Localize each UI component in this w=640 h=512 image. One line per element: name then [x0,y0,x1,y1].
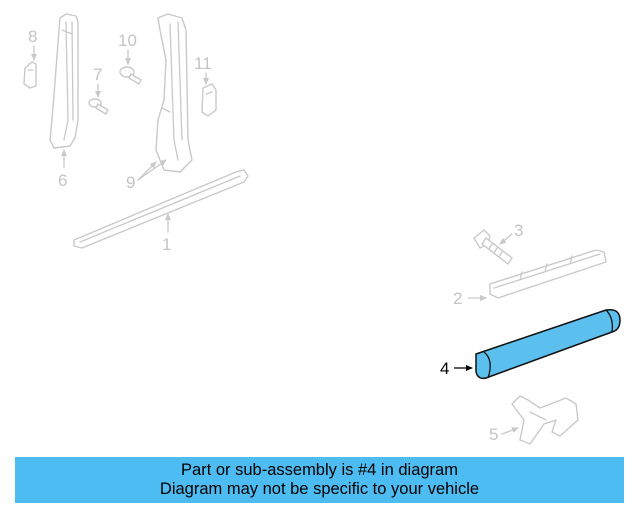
callout-3: 3 [499,221,523,245]
callout-label-4: 4 [440,359,449,378]
callout-1: 1 [162,213,171,254]
callout-label-7: 7 [93,65,102,84]
callout-label-3: 3 [514,221,523,240]
part-11-clip [201,83,217,117]
part-1-sill-moulding [73,169,249,249]
part-5-clip [511,395,579,445]
callout-9: 9 [126,159,167,192]
callout-5: 5 [489,425,519,444]
callout-7: 7 [93,65,102,98]
callout-6: 6 [58,149,67,190]
part-7-screw [88,98,109,115]
callout-label-2: 2 [453,289,462,308]
callout-label-8: 8 [28,27,37,46]
callout-label-9: 9 [126,173,135,192]
info-banner: Part or sub-assembly is #4 in diagram Di… [15,457,624,503]
callout-8: 8 [28,27,37,61]
banner-line-part: Part or sub-assembly is #4 in diagram [181,461,458,479]
part-9-center-pillar-trim [155,13,193,173]
part-8-clip [23,61,37,89]
part-10-screw [119,66,142,85]
part-4-door-moulding [475,308,621,380]
part-3-bolt [473,229,513,265]
banner-line-disclaimer: Diagram may not be specific to your vehi… [159,480,480,498]
part-2-bracket-strip [489,249,607,299]
callout-11: 11 [194,54,212,85]
callout-label-1: 1 [162,235,171,254]
callout-2: 2 [453,289,487,308]
callout-label-11: 11 [194,54,212,73]
parts-diagram: 8 10 7 11 6 9 1 3 2 4 5 [23,13,621,445]
callout-label-5: 5 [489,425,498,444]
callout-label-10: 10 [118,31,137,50]
callout-label-6: 6 [58,171,67,190]
part-6-pillar-trim [49,13,79,149]
callout-10: 10 [118,31,137,65]
callout-4[interactable]: 4 [440,359,473,378]
